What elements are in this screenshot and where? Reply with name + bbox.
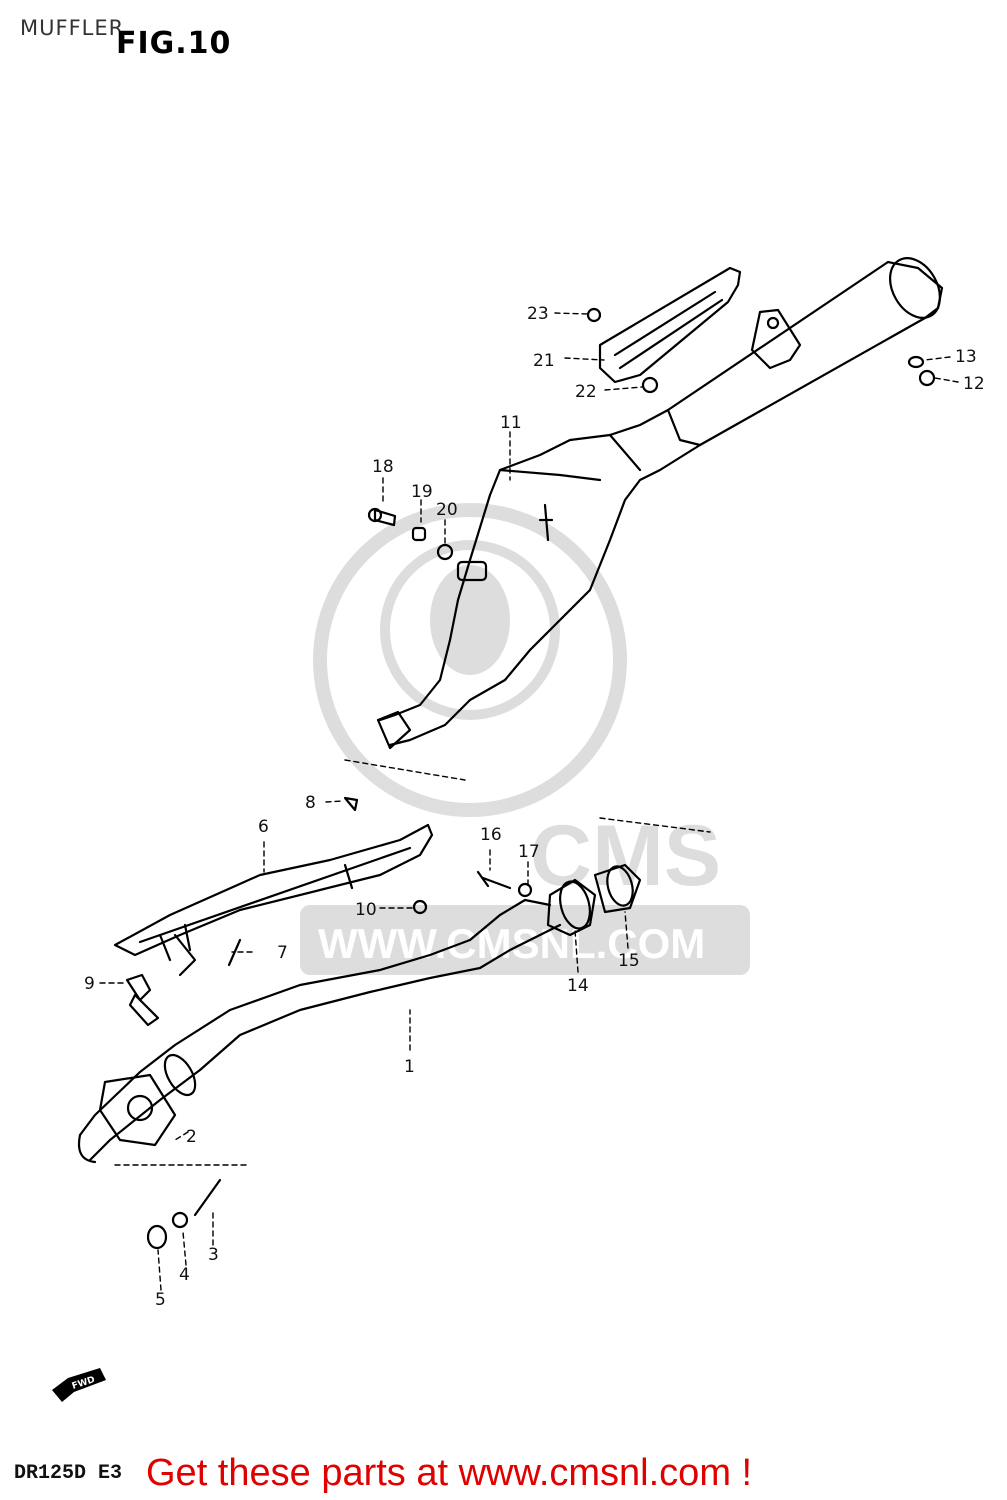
parts-promo-link[interactable]: Get these parts at www.cmsnl.com ! xyxy=(146,1452,753,1494)
callout-22: 22 xyxy=(575,382,597,402)
callout-11: 11 xyxy=(500,413,522,433)
heat-shield-pipe xyxy=(113,823,434,977)
callout-19: 19 xyxy=(411,482,433,502)
callout-8: 8 xyxy=(305,793,316,813)
connector-parts xyxy=(546,863,642,937)
heat-shield-muffler xyxy=(598,266,742,384)
figure-number: FIG.10 xyxy=(116,26,232,61)
callout-4: 4 xyxy=(179,1265,190,1285)
fwd-arrow-icon: FWD xyxy=(52,1368,106,1402)
callout-10: 10 xyxy=(355,900,377,920)
callout-3: 3 xyxy=(208,1245,219,1265)
callout-1: 1 xyxy=(404,1057,415,1077)
callout-7: 7 xyxy=(277,943,288,963)
callout-20: 20 xyxy=(436,500,458,520)
exhaust-pipe xyxy=(77,898,562,1164)
callout-13: 13 xyxy=(955,347,977,367)
callout-18: 18 xyxy=(372,457,394,477)
fasteners xyxy=(125,307,936,1250)
callout-16: 16 xyxy=(480,825,502,845)
callout-12: 12 xyxy=(963,374,985,394)
callout-23: 23 xyxy=(527,304,549,324)
callout-2: 2 xyxy=(186,1127,197,1147)
callout-5: 5 xyxy=(155,1290,166,1310)
muffler-assembly xyxy=(376,257,944,750)
callout-15: 15 xyxy=(618,951,640,971)
callout-9: 9 xyxy=(84,974,95,994)
watermark-url: WWW.CMSNL.COM xyxy=(318,920,705,967)
callout-leaders xyxy=(99,312,959,1291)
page-title: MUFFLER xyxy=(20,16,125,40)
callout-6: 6 xyxy=(258,817,269,837)
callout-21: 21 xyxy=(533,351,555,371)
callout-17: 17 xyxy=(518,842,540,862)
callout-numbers: 1 2 3 4 5 6 7 8 9 10 11 12 13 14 15 16 1… xyxy=(84,304,985,1310)
callout-14: 14 xyxy=(567,976,589,996)
model-code: DR125D E3 xyxy=(14,1462,123,1485)
